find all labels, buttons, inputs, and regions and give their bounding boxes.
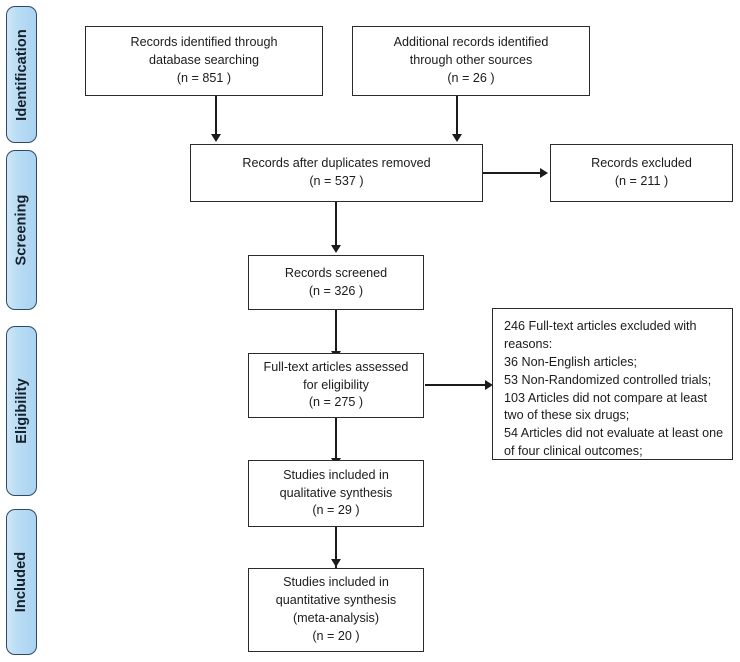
arrowhead-fulltext-to-excluded [485,379,493,390]
box-records-screened-count: (n = 326 ) [308,283,364,298]
box-fulltext-excluded: 246 Full-text articles excluded with rea… [492,308,733,460]
box-quantitative-synthesis: Studies included in quantitative synthes… [248,568,424,652]
box-duplicates-removed: Records after duplicates removed (n = 53… [190,144,483,202]
box-records-excluded-line-1: Records excluded [591,156,692,171]
arrowhead-additional-to-duplicates [451,134,462,142]
box-fulltext-assessed-count: (n = 275 ) [308,395,364,410]
box-qualitative-synthesis-line-2: qualitative synthesis [279,485,393,500]
box-fulltext-excluded-reason-no-outcomes: 54 Articles did not evaluate at least on… [504,426,724,459]
stage-tab-screening-label: Screening [13,194,30,266]
box-records-identified-count: (n = 851 ) [176,70,232,85]
box-qualitative-synthesis: Studies included in qualitative synthesi… [248,460,424,527]
box-quantitative-synthesis-line-3: (meta-analysis) [292,611,380,625]
stage-tab-screening: Screening [6,150,37,310]
box-quantitative-synthesis-count: (n = 20 ) [312,628,360,643]
connector-screened-to-fulltext [335,310,337,353]
box-records-identified: Records identified through database sear… [85,26,323,96]
connector-duplicates-to-screened [335,202,337,247]
box-records-identified-line-1: Records identified through [130,35,278,50]
box-additional-records: Additional records identified through ot… [352,26,590,96]
box-records-screened-line-1: Records screened [284,265,388,280]
box-fulltext-assessed: Full-text articles assessed for eligibil… [248,353,424,418]
arrowhead-duplicates-to-excluded [540,167,548,178]
box-quantitative-synthesis-line-2: quantitative synthesis [275,593,397,608]
box-additional-records-line-1: Additional records identified [393,35,549,50]
box-additional-records-count: (n = 26 ) [447,70,495,85]
connector-duplicates-to-excluded [483,172,541,174]
box-records-identified-line-2: database searching [149,53,259,68]
box-records-screened: Records screened (n = 326 ) [248,255,424,310]
stage-tab-eligibility: Eligibility [6,326,37,496]
arrowhead-qualitative-to-quantitative [330,559,341,567]
connector-fulltext-to-excluded [425,384,487,386]
connector-additional-to-duplicates [456,96,458,136]
connector-fulltext-to-qualitative [335,418,337,460]
box-fulltext-excluded-reason-non-english: 36 Non-English articles; [504,354,637,369]
box-records-excluded-count: (n = 211 ) [614,174,669,188]
stage-tab-included: Included [6,509,37,655]
arrowhead-identified-to-duplicates [210,134,221,142]
connector-qualitative-to-quantitative [335,527,337,568]
box-duplicates-removed-line-1: Records after duplicates removed [242,156,431,171]
connector-identified-to-duplicates [215,96,217,136]
stage-tab-included-label: Included [13,551,30,613]
stage-tab-eligibility-label: Eligibility [13,378,30,444]
arrowhead-duplicates-to-screened [330,245,341,253]
stage-tab-identification-label: Identification [13,28,30,121]
box-fulltext-assessed-line-1: Full-text articles assessed [263,359,409,374]
box-qualitative-synthesis-line-1: Studies included in [283,467,389,482]
box-duplicates-removed-count: (n = 537 ) [309,174,364,188]
box-fulltext-excluded-reason-non-randomized: 53 Non-Randomized controlled trials; [504,372,712,387]
box-quantitative-synthesis-line-1: Studies included in [283,575,389,590]
box-additional-records-line-2: through other sources [409,53,533,68]
box-qualitative-synthesis-count: (n = 29 ) [312,503,360,518]
stage-tab-identification: Identification [6,6,37,143]
box-records-excluded: Records excluded (n = 211 ) [550,144,733,202]
box-fulltext-excluded-reason-total: 246 Full-text articles excluded with rea… [504,319,697,351]
box-fulltext-assessed-line-2: for eligibility [303,377,369,392]
box-fulltext-excluded-reason-no-comparison: 103 Articles did not compare at least tw… [504,390,708,423]
